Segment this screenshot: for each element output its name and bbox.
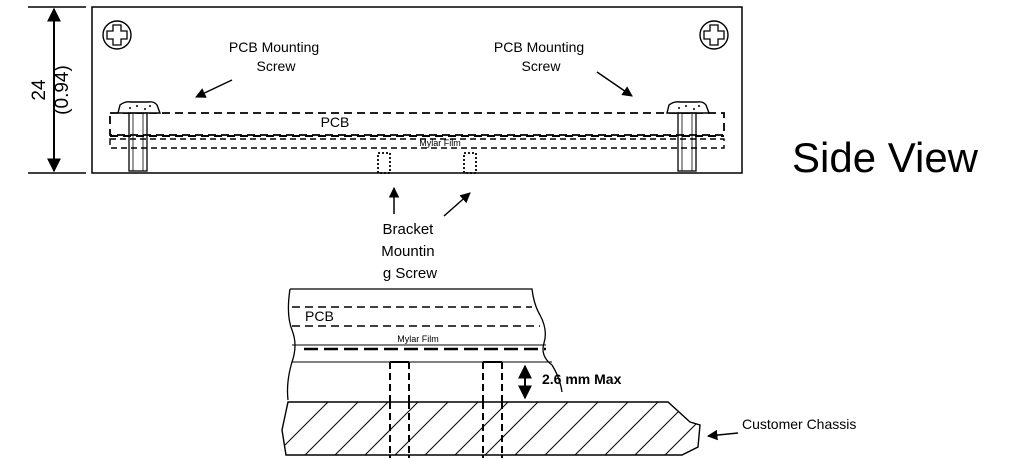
pcb-label: PCB xyxy=(321,114,350,130)
mylar-detail-label: Mylar Film xyxy=(397,334,439,344)
pcb-outline xyxy=(109,112,725,136)
customer-chassis-label: Customer Chassis xyxy=(742,416,856,432)
customer-chassis xyxy=(281,401,701,456)
mylar-outline xyxy=(109,138,725,149)
detail-view: PCB Mylar Film 2.6 mm Max xyxy=(281,288,856,458)
dimension-inches: (0.94) xyxy=(52,65,73,115)
gap-label: 2.6 mm Max xyxy=(542,371,622,387)
screw-head-icon xyxy=(117,101,162,172)
pcb-mounting-screw-label-left: PCB Mounting Screw xyxy=(229,39,323,74)
arrow-icon xyxy=(706,429,739,441)
bracket-mounting-screw-label: Bracket Mountin g Screw xyxy=(381,221,439,282)
height-dimension: 24 (0.94) xyxy=(28,6,86,174)
arrow-icon xyxy=(596,71,633,97)
phillips-screw-icon xyxy=(102,20,132,50)
dimension-value: 24 xyxy=(29,79,50,101)
pcb-mounting-screw-label-right: PCB Mounting Screw xyxy=(494,39,588,74)
screw-head-icon xyxy=(666,101,711,172)
bracket-screw xyxy=(463,152,477,174)
side-view-panel: PCB Mylar Film PCB Mounting Screw xyxy=(91,6,743,174)
pcb-detail-label: PCB xyxy=(305,308,334,324)
mylar-film-label: Mylar Film xyxy=(419,138,461,148)
side-view-title: Side View xyxy=(792,134,979,181)
phillips-screw-icon xyxy=(699,20,729,50)
bracket-screw xyxy=(377,152,391,174)
arrow-icon xyxy=(195,79,233,98)
arrow-icon xyxy=(443,192,471,217)
